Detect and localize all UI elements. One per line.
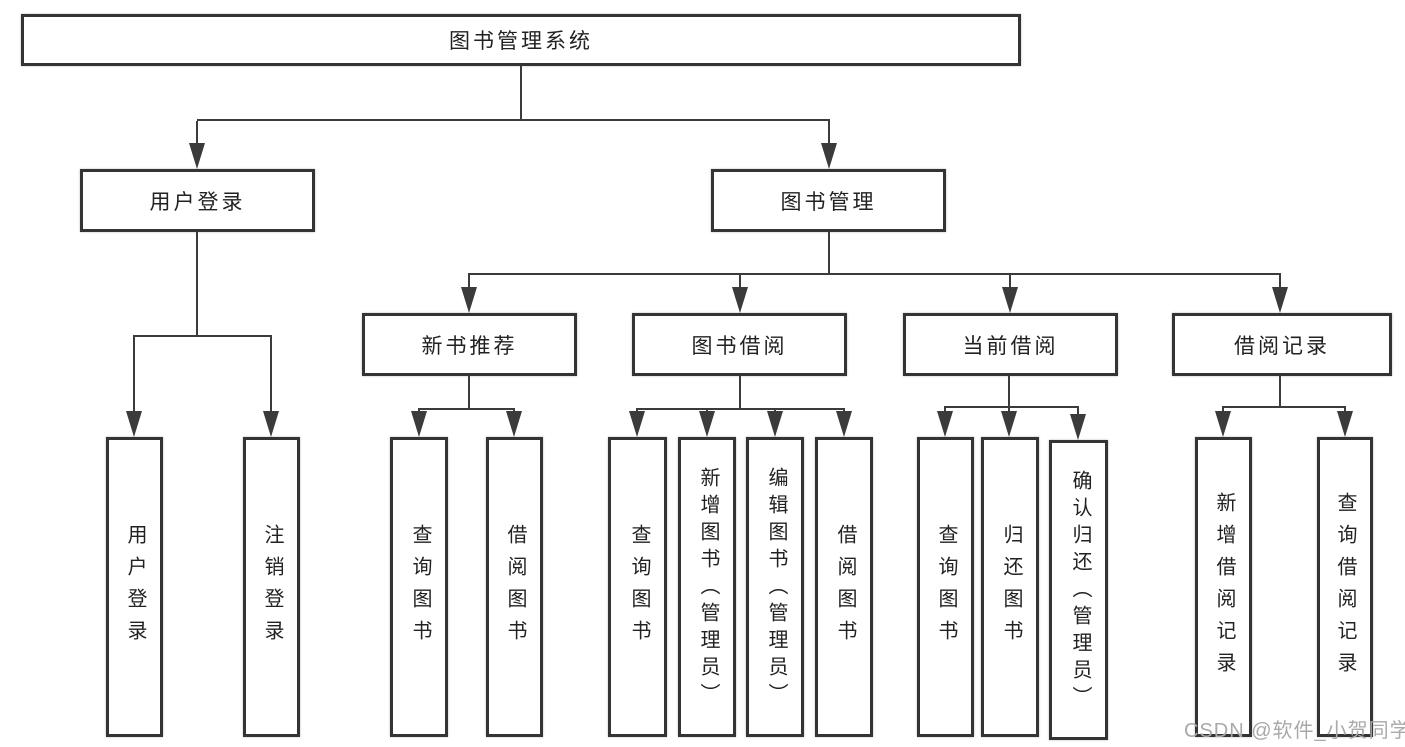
- connector-line: [944, 406, 1079, 408]
- connector-line: [1279, 376, 1281, 408]
- arrowhead-down-icon: [411, 411, 427, 437]
- connector-line: [1344, 407, 1346, 413]
- connector-line: [468, 275, 470, 289]
- connector-line: [468, 273, 1281, 275]
- connector-line: [1279, 275, 1281, 289]
- connector-line: [196, 121, 198, 145]
- connector-line: [520, 66, 522, 120]
- connector-line: [944, 407, 946, 413]
- arrowhead-down-icon: [767, 411, 783, 437]
- leaf-logout: 注销登录: [243, 437, 300, 737]
- arrowhead-down-icon: [629, 411, 645, 437]
- connector-line: [133, 335, 272, 337]
- leaf-return-books: 归还图书: [981, 437, 1039, 737]
- connector-line: [1222, 406, 1346, 408]
- leaf-confirm-return-admin: 确认归还（管理员）: [1049, 440, 1108, 740]
- arrowhead-down-icon: [1070, 414, 1086, 440]
- arrowhead-down-icon: [732, 287, 748, 313]
- arrowhead-down-icon: [937, 411, 953, 437]
- node-borrow-records: 借阅记录: [1172, 313, 1392, 376]
- connector-line: [1008, 407, 1010, 413]
- connector-line: [196, 232, 198, 337]
- leaf-query-books-recommend: 查询图书: [390, 437, 448, 737]
- connector-line: [739, 275, 741, 289]
- leaf-edit-book-admin: 编辑图书（管理员）: [746, 437, 804, 737]
- leaf-query-books-current: 查询图书: [917, 437, 974, 737]
- connector-line: [1008, 376, 1010, 408]
- arrowhead-down-icon: [699, 411, 715, 437]
- connector-line: [828, 121, 830, 145]
- node-user-login: 用户登录: [80, 169, 315, 232]
- leaf-query-books-borrow: 查询图书: [608, 437, 667, 737]
- arrowhead-down-icon: [126, 411, 142, 437]
- connector-line: [1009, 275, 1011, 289]
- node-library-system: 图书管理系统: [21, 14, 1021, 66]
- connector-line: [636, 408, 845, 410]
- connector-line: [468, 376, 470, 410]
- arrowhead-down-icon: [836, 411, 852, 437]
- arrowhead-down-icon: [461, 287, 477, 313]
- arrowhead-down-icon: [506, 411, 522, 437]
- arrowhead-down-icon: [1002, 287, 1018, 313]
- node-book-management: 图书管理: [711, 169, 946, 232]
- connector-line: [270, 337, 272, 413]
- leaf-add-borrow-record: 新增借阅记录: [1195, 437, 1252, 737]
- connector-line: [133, 337, 135, 413]
- arrowhead-down-icon: [1337, 411, 1353, 437]
- connector-line: [197, 119, 830, 121]
- node-current-borrow: 当前借阅: [903, 313, 1118, 376]
- connector-line: [739, 376, 741, 410]
- node-new-book-recommend: 新书推荐: [362, 313, 577, 376]
- node-book-borrow: 图书借阅: [632, 313, 847, 376]
- csdn-watermark: CSDN @软件_小贺同学: [1184, 720, 1405, 742]
- leaf-user-login: 用户登录: [106, 437, 163, 737]
- connector-line: [1222, 407, 1224, 413]
- arrowhead-down-icon: [1272, 287, 1288, 313]
- connector-line: [418, 408, 515, 410]
- arrowhead-down-icon: [263, 411, 279, 437]
- leaf-add-book-admin: 新增图书（管理员）: [678, 437, 736, 737]
- arrowhead-down-icon: [821, 143, 837, 169]
- connector-line: [828, 232, 830, 275]
- leaf-borrow-books-recommend: 借阅图书: [486, 437, 543, 737]
- arrowhead-down-icon: [1215, 411, 1231, 437]
- leaf-query-borrow-record: 查询借阅记录: [1317, 437, 1373, 737]
- arrowhead-down-icon: [1001, 411, 1017, 437]
- leaf-borrow-books-borrow: 借阅图书: [815, 437, 873, 737]
- connector-line: [1077, 407, 1079, 416]
- arrowhead-down-icon: [189, 143, 205, 169]
